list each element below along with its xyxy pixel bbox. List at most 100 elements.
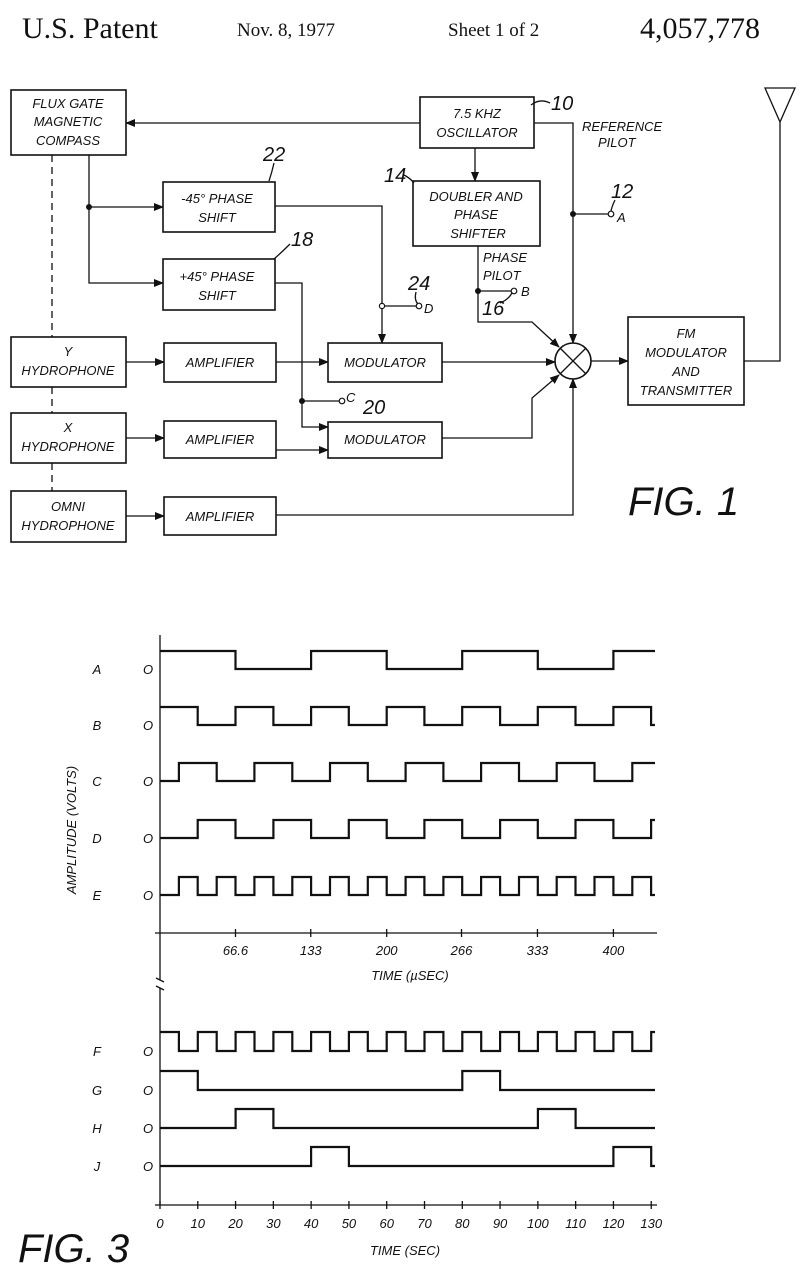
modulator-2-block <box>327 421 443 459</box>
x-tick-label: 133 <box>300 943 322 958</box>
zero-level-label: O <box>143 718 153 733</box>
x-tick-label: 130 <box>640 1216 662 1231</box>
terminal-c <box>338 397 346 405</box>
terminal-b-label: B <box>521 284 530 299</box>
series-label: A <box>92 662 102 677</box>
minus45-label: -45° PHASE <box>181 191 253 206</box>
x-tick-label: 90 <box>493 1216 508 1231</box>
reference-pilot-label: REFERENCE <box>582 119 663 134</box>
x-hydrophone-label: HYDROPHONE <box>21 439 115 454</box>
axis-break <box>155 977 165 991</box>
waveform-G <box>160 1069 655 1092</box>
omni-hydrophone-label: OMNI <box>51 499 85 514</box>
ref-16: 16 <box>482 298 505 320</box>
doubler-label: SHIFTER <box>450 226 506 241</box>
oscillator-label: 7.5 KHZ <box>453 106 502 121</box>
x-tick-label: 110 <box>565 1216 586 1231</box>
omni-hydrophone-label: HYDROPHONE <box>21 518 115 533</box>
zero-level-label: O <box>143 1159 153 1174</box>
terminal-c-label: C <box>346 390 356 405</box>
doubler-label: DOUBLER AND <box>429 189 522 204</box>
fig1-caption: FIG. 1 <box>628 480 739 524</box>
x-hydrophone-label: X <box>63 420 74 435</box>
x-tick-label: 200 <box>375 943 398 958</box>
terminal-d <box>415 302 423 310</box>
waveform-H <box>160 1107 655 1130</box>
terminal-b <box>510 287 518 295</box>
x-tick-label: 30 <box>266 1216 281 1231</box>
series-label: D <box>92 831 101 846</box>
header-sheet: Sheet 1 of 2 <box>448 20 539 41</box>
fm-label: AND <box>671 364 699 379</box>
mixer-symbol <box>554 342 592 380</box>
fig3-caption: FIG. 3 <box>18 1227 129 1271</box>
phase-pilot-label: PILOT <box>483 268 522 283</box>
fig3-timing-chart: AMPLITUDE (VOLTS) TIME (µSEC) TIME (SEC)… <box>18 635 663 1271</box>
x-axis-label-usec: TIME (µSEC) <box>371 968 449 983</box>
plus45-label: +45° PHASE <box>180 269 255 284</box>
series-label: F <box>93 1044 102 1059</box>
ref-18: 18 <box>291 229 313 251</box>
ref-22: 22 <box>262 144 285 166</box>
modulator-label: MODULATOR <box>344 355 426 370</box>
x-tick-label: 333 <box>527 943 549 958</box>
ref-24: 24 <box>407 273 430 295</box>
amplifier-label: AMPLIFIER <box>185 432 255 447</box>
fig1-block-diagram: FLUX GATE MAGNETIC COMPASS 7.5 KHZ OSCIL… <box>10 87 796 543</box>
waveform-B <box>160 705 655 727</box>
x-tick-label: 60 <box>379 1216 394 1231</box>
ref-10: 10 <box>551 93 573 115</box>
header-date: Nov. 8, 1977 <box>237 20 335 41</box>
terminal-d-label: D <box>424 301 433 316</box>
waveform-F <box>160 1030 655 1053</box>
series-label: C <box>92 774 102 789</box>
x-tick-label: 400 <box>603 943 625 958</box>
fm-label: FM <box>677 326 696 341</box>
amplifier-label: AMPLIFIER <box>185 509 255 524</box>
zero-level-label: O <box>143 1083 153 1098</box>
reference-pilot-label: PILOT <box>598 135 637 150</box>
waveform-D <box>160 818 655 840</box>
x-tick-label: 120 <box>603 1216 625 1231</box>
x-tick-label: 50 <box>342 1216 357 1231</box>
zero-level-label: O <box>143 1044 153 1059</box>
ref-20: 20 <box>362 397 385 419</box>
compass-label: FLUX GATE <box>32 96 104 111</box>
y-hydrophone-label: Y <box>64 344 74 359</box>
header-patent-number: 4,057,778 <box>640 12 760 45</box>
x-tick-label: 80 <box>455 1216 470 1231</box>
x-tick-label: 0 <box>156 1216 164 1231</box>
ref-14: 14 <box>384 165 406 187</box>
x-tick-label: 70 <box>417 1216 432 1231</box>
ref-12: 12 <box>611 181 633 203</box>
series-label: E <box>93 888 102 903</box>
zero-level-label: O <box>143 888 153 903</box>
fm-label: MODULATOR <box>645 345 727 360</box>
x-tick-label: 20 <box>227 1216 243 1231</box>
doubler-label: PHASE <box>454 207 498 222</box>
x-tick-label: 40 <box>304 1216 319 1231</box>
zero-level-label: O <box>143 774 153 789</box>
oscillator-block <box>419 96 535 149</box>
x-axis-label-sec: TIME (SEC) <box>370 1243 440 1258</box>
waveform-J <box>160 1145 655 1168</box>
x-tick-label: 10 <box>191 1216 206 1231</box>
waveform-E <box>160 875 655 897</box>
header-title: U.S. Patent <box>22 12 159 45</box>
phase-pilot-label: PHASE <box>483 250 527 265</box>
zero-level-label: O <box>143 831 153 846</box>
amplifier-label: AMPLIFIER <box>185 355 255 370</box>
terminal-a-label: A <box>616 210 626 225</box>
series-label: B <box>93 718 102 733</box>
modulator-label: MODULATOR <box>344 432 426 447</box>
antenna-icon <box>744 87 796 362</box>
series-label: J <box>93 1159 101 1174</box>
series-label: H <box>92 1121 102 1136</box>
series-label: G <box>92 1083 102 1098</box>
minus45-label: SHIFT <box>198 210 237 225</box>
waveform-C <box>160 761 655 783</box>
patent-header: U.S. Patent Nov. 8, 1977 Sheet 1 of 2 4,… <box>22 12 760 45</box>
zero-level-label: O <box>143 662 153 677</box>
x-tick-label: 266 <box>450 943 473 958</box>
compass-label: MAGNETIC <box>34 114 103 129</box>
